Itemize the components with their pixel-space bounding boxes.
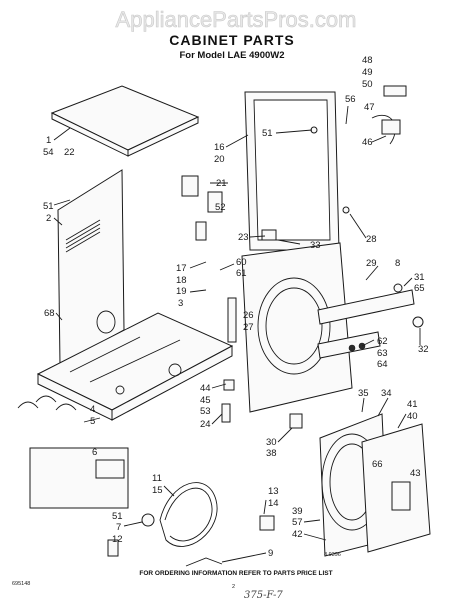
callout-51: 51 [43,201,54,212]
drive-belt [159,482,218,547]
callout-49: 49 [362,67,373,78]
callout-30: 30 [266,437,277,448]
callout-53: 53 [200,406,211,417]
callout-34: 34 [381,388,392,399]
callout-12: 12 [112,534,123,545]
callout-20: 20 [214,154,225,165]
callout-40: 40 [407,411,418,422]
callout-63: 63 [377,348,388,359]
callout-18: 18 [176,275,187,286]
diagram-code: 8 9396 [324,552,341,558]
callout-62: 62 [377,336,388,347]
watermark: AppliancePartsPros.com [116,7,357,32]
callout-43: 43 [410,468,421,479]
callout-56: 56 [345,94,356,105]
callout-66: 66 [372,459,383,470]
leader-lines [53,105,421,563]
callout-65: 65 [414,283,425,294]
base-pan [36,312,234,421]
callout-52: 52 [215,202,226,213]
callout-48: 48 [362,55,373,66]
callout-47: 47 [364,102,375,113]
callout-38: 38 [266,448,277,459]
callout-22: 22 [64,147,75,158]
callout-50: 50 [362,79,373,90]
callout-9: 9 [268,548,273,559]
callout-44: 44 [200,383,211,394]
callout-5: 5 [90,416,95,427]
callout-11: 11 [152,473,162,484]
callout-41: 41 [407,399,418,410]
callout-1: 1 [46,135,51,146]
callout-16: 16 [214,142,225,153]
callout-42: 42 [292,529,303,540]
ordering-note: FOR ORDERING INFORMATION REFER TO PARTS … [139,570,332,577]
callout-61: 61 [236,268,247,279]
callout-27: 27 [243,322,254,333]
callout-15: 15 [152,485,163,496]
callout-28: 28 [366,234,377,245]
model-subtitle: For Model LAE 4900W2 [179,50,284,61]
motor-assembly [17,395,129,509]
side-panel [57,169,125,366]
control-panel [317,289,415,359]
callout-23: 23 [238,232,249,243]
callout-2: 2 [46,213,51,224]
callout-26: 26 [243,310,254,321]
callout-57: 57 [292,517,303,528]
callout-54: 54 [43,147,54,158]
callout-4: 4 [90,404,95,415]
callout-51-c: 51 [112,511,123,522]
page-title: CABINET PARTS [169,32,295,48]
callout-3: 3 [178,298,183,309]
page-number: 2 [232,584,235,590]
small-parts [107,85,424,567]
callout-60: 60 [236,257,247,268]
callout-51-b: 51 [262,128,273,139]
top-panel [50,85,200,157]
callout-29: 29 [366,258,377,269]
callout-45: 45 [200,395,211,406]
callout-21: 21 [216,178,227,189]
rear-bulkhead [319,413,431,557]
handwritten-note: 375-F-7 [244,590,283,600]
callout-13: 14 [268,498,279,509]
callout-19: 19 [176,286,187,297]
callout-35: 35 [358,388,369,399]
front-frame [244,91,340,251]
callouts: 1 54 22 51 2 68 16 20 21 52 23 33 51 56 … [43,55,429,559]
callout-46: 46 [362,137,373,148]
callout-68: 68 [44,308,55,319]
callout-32: 32 [418,344,429,355]
callout-10: 13 [268,486,279,497]
callout-6: 6 [92,447,97,458]
callout-8: 8 [395,258,400,269]
callout-39: 39 [292,506,303,517]
callout-24: 24 [200,419,211,430]
callout-33: 33 [310,240,321,251]
callout-7: 7 [116,522,121,533]
left-code: 695148 [12,581,30,587]
callout-64: 64 [377,359,388,370]
front-panel [227,242,353,413]
callout-31: 31 [414,272,425,283]
callout-17: 17 [176,263,187,274]
